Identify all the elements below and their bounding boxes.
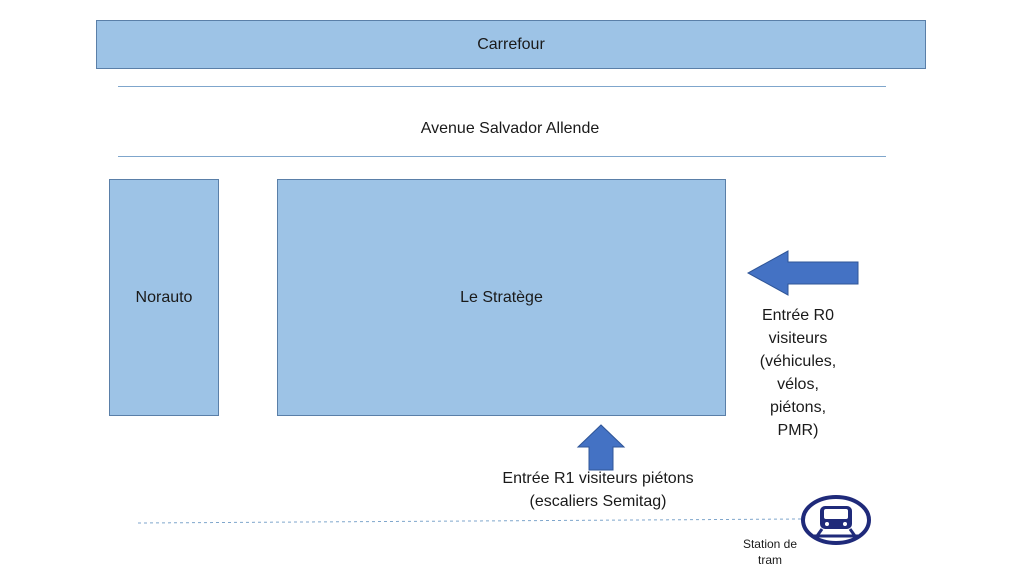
street-name: Avenue Salvador Allende	[420, 120, 600, 137]
entrance-r0-line-6: PMR)	[777, 422, 819, 439]
strategie-building: Le Stratège	[277, 179, 726, 416]
entrance-r0-arrow-shape	[746, 250, 859, 296]
entrance-r0-line-1: Entrée R0	[761, 307, 835, 324]
entrance-r0-line-4: vélos,	[777, 376, 819, 393]
tram-icon	[801, 495, 871, 545]
arrow-up-icon	[576, 424, 626, 471]
strategie-label: Le Stratège	[460, 288, 543, 306]
tram-station-label: Station de tram	[730, 536, 810, 568]
entrance-r0-label: Entrée R0 visiteurs (véhicules, vélos, p…	[740, 304, 856, 442]
street-bottom-line	[118, 156, 886, 157]
entrance-r1-line-2: (escaliers Semitag)	[529, 493, 667, 510]
entrance-r1-arrow-shape	[576, 424, 626, 471]
carrefour-label: Carrefour	[477, 35, 545, 53]
street-top-line	[118, 86, 886, 87]
entrance-r0-line-2: visiteurs	[768, 330, 828, 347]
carrefour-building: Carrefour	[96, 20, 926, 69]
entrance-r0-line-3: (véhicules,	[759, 353, 837, 370]
entrance-r1-line-1: Entrée R1 visiteurs piétons	[502, 470, 694, 487]
arrow-left-icon	[746, 250, 859, 296]
entrance-r1-label: Entrée R1 visiteurs piétons (escaliers S…	[470, 467, 726, 513]
tram-station-line-2: tram	[758, 553, 782, 567]
norauto-label: Norauto	[135, 288, 193, 306]
entrance-r0-line-5: piétons,	[769, 399, 827, 416]
tram-station-line-1: Station de	[742, 537, 798, 551]
tram-line	[137, 518, 803, 524]
norauto-building: Norauto	[109, 179, 219, 416]
